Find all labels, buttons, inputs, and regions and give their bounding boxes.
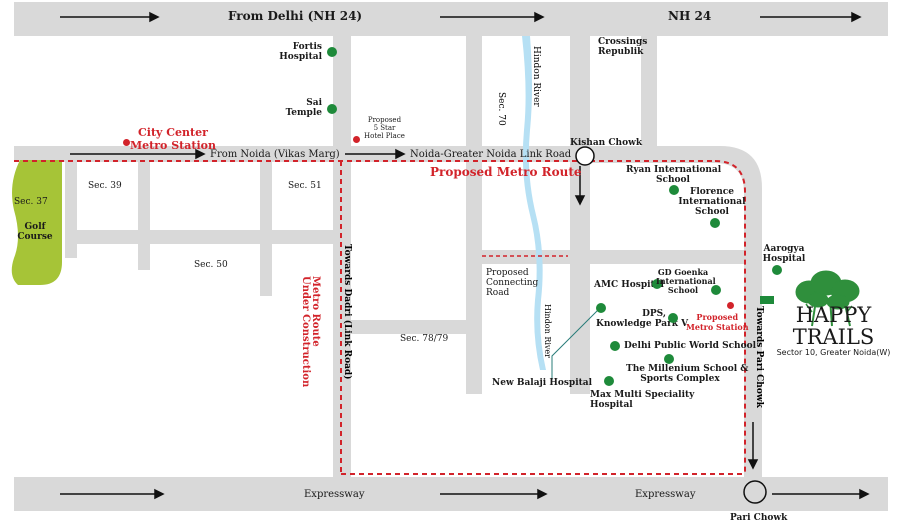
sector-label-37: Sec. 37 — [14, 197, 48, 207]
road-label-expressway-left: Expressway — [304, 489, 365, 500]
road-label-nh24: NH 24 — [668, 9, 712, 23]
pari-chowk-circle — [743, 480, 767, 504]
golf-course-label: Golf Course — [17, 222, 53, 242]
aarogya-hospital-dot — [772, 265, 782, 275]
road-v-sec70 — [466, 34, 482, 394]
road-v-sec39b — [138, 158, 150, 270]
road-label-pari-chowk-road: Towards Pari Chowk — [754, 306, 764, 408]
road-v-crossings — [570, 34, 590, 394]
sai-temple-label: Sai Temple — [285, 98, 322, 118]
trees-logo — [795, 270, 860, 327]
dps-label: DPS, Knowledge Park V — [596, 309, 689, 329]
florence-school-dot — [710, 218, 720, 228]
metro-curve — [714, 160, 746, 475]
golf-course — [11, 160, 62, 285]
road-h-sec78 — [340, 320, 474, 334]
hindon-river — [522, 36, 546, 370]
vikas-marg-road — [14, 146, 589, 162]
road-v-dadri — [333, 34, 351, 480]
hotel-place-dot — [353, 136, 360, 143]
city-center-metro-label: City Center Metro Station — [130, 126, 216, 152]
happy-trails-brand: HAPPY TRAILS Sector 10, Greater Noida(W) — [767, 304, 900, 358]
road-v-sec51 — [260, 158, 272, 296]
brand-title: HAPPY TRAILS — [792, 303, 875, 349]
city-center-metro-dot — [123, 139, 130, 146]
crossings-republik-label: Crossings Republik — [598, 37, 648, 57]
amc-hospital-label: AMC Hospital — [594, 280, 664, 290]
sector-label-51: Sec. 51 — [288, 181, 322, 191]
river-label-top: Hindon River — [531, 46, 541, 107]
pari-chowk-label: Pari Chowk — [730, 513, 788, 523]
dpws-label: Delhi Public World School — [624, 341, 757, 351]
road-label-link-road: Noida-Greater Noida Link Road — [410, 149, 572, 160]
proposed-metro-station-dot — [727, 302, 734, 309]
balaji-leader — [551, 307, 601, 380]
road-label-expressway-right: Expressway — [635, 489, 696, 500]
road-h-connecting — [482, 250, 746, 264]
amc-hospital-dot — [652, 279, 662, 289]
gd-goenka-dot — [711, 285, 721, 295]
max-hospital-dot — [604, 376, 614, 386]
nh24-road — [14, 2, 888, 36]
dps-dot — [668, 313, 678, 323]
road-label-vikas-marg: From Noida (Vikas Marg) — [210, 149, 340, 160]
fortis-hospital-label: Fortis Hospital — [279, 42, 322, 62]
millenium-school-label: The Millenium School & Sports Complex — [626, 364, 748, 384]
ryan-school-dot — [669, 185, 679, 195]
fortis-hospital-dot — [327, 47, 337, 57]
balaji-hospital-label: New Balaji Hospital — [492, 378, 593, 388]
ryan-school-label: Ryan International School — [626, 165, 722, 185]
hotel-place-label: Proposed 5 Star Hotel Place — [364, 116, 405, 140]
road-label-dadri: Towards Dadri (Link Road) — [342, 244, 352, 380]
proposed-metro-route-label: Proposed Metro Route — [430, 165, 582, 179]
road-v-crossings2 — [641, 34, 657, 162]
gd-goenka-label: GD Goenka International School — [656, 267, 716, 295]
sector-label-39: Sec. 39 — [88, 181, 122, 191]
millenium-school-dot — [664, 354, 674, 364]
brand-subtitle: Sector 10, Greater Noida(W) — [776, 348, 891, 357]
happy-trails-marker — [760, 296, 774, 304]
sector-label-50: Sec. 50 — [194, 260, 228, 270]
direction-arrows — [60, 11, 870, 500]
road-label-from-delhi: From Delhi (NH 24) — [228, 9, 363, 23]
aarogya-hospital-label: Aarogya Hospital — [762, 244, 806, 264]
road-label-connecting: Proposed Connecting Road — [486, 268, 539, 298]
metro-under-construction-label: Metro Route Under Construction — [300, 276, 321, 388]
dpws-dot — [610, 341, 620, 351]
river-label-bottom: Hindon River — [543, 304, 552, 358]
florence-school-label: Florence International School — [678, 187, 746, 217]
sai-temple-dot — [327, 104, 337, 114]
kishan-chowk-label: Kishan Chowk — [570, 138, 643, 148]
road-h-sec50 — [70, 230, 342, 244]
kishan-chowk-circle — [575, 146, 595, 166]
sector-label-70: Sec. 70 — [496, 92, 506, 126]
proposed-metro-station-label: Proposed Metro Station — [686, 312, 749, 332]
balaji-hospital-dot — [596, 303, 606, 313]
sector-label-78: Sec. 78/79 — [400, 334, 449, 344]
max-hospital-label: Max Multi Speciality Hospital — [590, 390, 695, 410]
